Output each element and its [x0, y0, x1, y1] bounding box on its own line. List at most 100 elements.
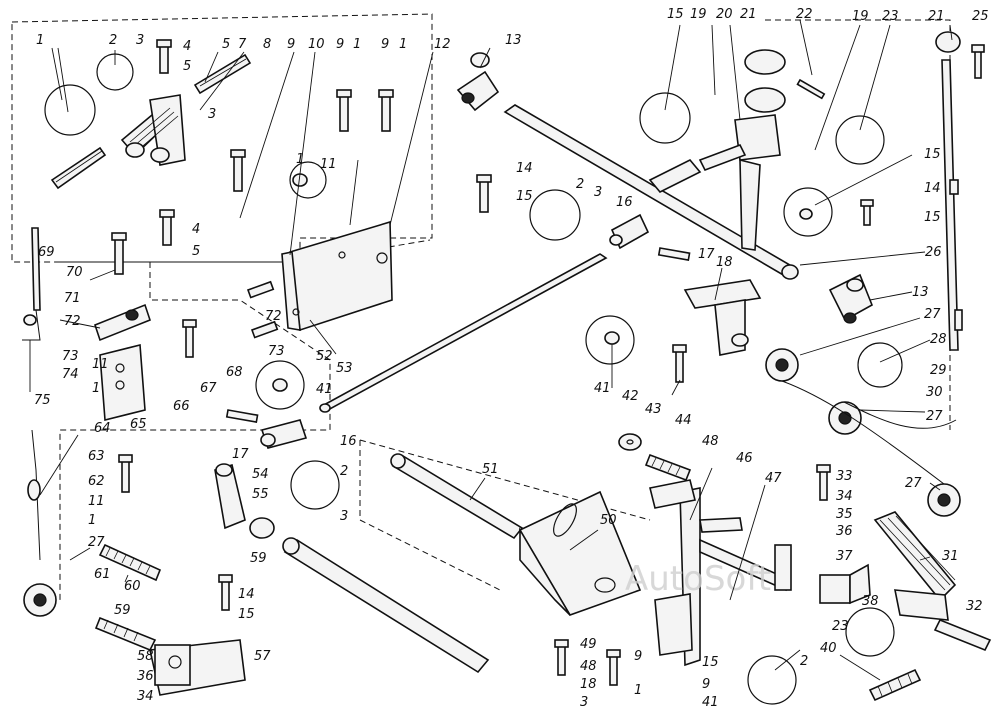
part-label: 66: [173, 399, 190, 414]
part-label: 2: [576, 177, 584, 192]
rollers-27: [23, 348, 961, 617]
part-label: 4: [183, 39, 191, 54]
part-label: 15: [516, 189, 533, 204]
part-label: 35: [836, 507, 853, 522]
part-label: 59: [250, 551, 267, 566]
part-label: 44: [675, 413, 692, 428]
part-label: 71: [64, 291, 81, 306]
bolts: [111, 39, 985, 686]
part-label: 52: [316, 349, 333, 364]
part-label: 27: [905, 476, 922, 491]
part-label: 73: [62, 349, 79, 364]
part-label: 5: [183, 59, 191, 74]
part-label: 54: [252, 467, 269, 482]
part-label: 62: [88, 474, 105, 489]
part-label: 2: [109, 33, 117, 48]
part-label: 46: [736, 451, 753, 466]
part-label: 29: [930, 363, 947, 378]
part-label: 9: [287, 37, 295, 52]
part-label: 50: [600, 513, 617, 528]
rod-51: [390, 453, 524, 540]
part-label: 51: [482, 462, 499, 477]
part-label: 18: [716, 255, 733, 270]
part-label: 73: [268, 344, 285, 359]
part-label: 75: [34, 393, 51, 408]
part-label: 14: [238, 587, 255, 602]
part-label: 22: [796, 7, 813, 22]
part-label: 53: [336, 361, 353, 376]
part-label: 11: [88, 494, 105, 509]
part-label: 72: [265, 309, 282, 324]
part-label: 27: [88, 535, 105, 550]
part-label: 1: [296, 152, 304, 167]
part-label: 36: [836, 524, 853, 539]
part-label: 47: [765, 471, 782, 486]
part-label: 63: [88, 449, 105, 464]
clamp-21: [698, 49, 786, 251]
part-label: 41: [702, 695, 719, 710]
part-label: 16: [616, 195, 633, 210]
part-label: 23: [832, 619, 849, 634]
part-label: 1: [399, 37, 407, 52]
part-label: 23: [882, 9, 899, 24]
cross-shaft: [503, 104, 799, 280]
part-label: 41: [316, 382, 333, 397]
leader-lines: [29, 19, 953, 681]
part-label: 15: [667, 7, 684, 22]
part-label: 34: [137, 689, 154, 704]
part-labels: 1 2 3 4 5 5 7 8 9 10 9 1 9 1 12 3 1 11 4…: [34, 7, 989, 710]
bracket-57: [149, 639, 246, 696]
arm-54: [214, 463, 275, 539]
part-label: 36: [137, 669, 154, 684]
part-label: 20: [716, 7, 733, 22]
part-label: 55: [252, 487, 269, 502]
part-label: 19: [852, 9, 869, 24]
part-label: 1: [634, 683, 642, 698]
part-label: 1: [92, 381, 100, 396]
part-label: 2: [800, 654, 808, 669]
switch-37: [819, 563, 871, 605]
part-label: 30: [926, 385, 943, 400]
part-label: 1: [353, 37, 361, 52]
part-label: 49: [580, 637, 597, 652]
part-label: 21: [928, 9, 945, 24]
springs: [94, 453, 922, 702]
part-label: 21: [740, 7, 757, 22]
bracket-plate-50: [518, 490, 642, 616]
part-label: 11: [92, 357, 109, 372]
part-label: 3: [208, 107, 216, 122]
part-label: 74: [62, 367, 79, 382]
part-label: 13: [912, 285, 929, 300]
part-label: 3: [136, 33, 144, 48]
part-label: 9: [634, 649, 642, 664]
part-label: 15: [924, 210, 941, 225]
part-label: 31: [942, 549, 959, 564]
part-label: 4: [192, 222, 200, 237]
part-label: 70: [66, 265, 83, 280]
part-label: 14: [516, 161, 533, 176]
part-label: 13: [505, 33, 522, 48]
part-label: 48: [580, 659, 597, 674]
bracket-65: [99, 343, 146, 422]
part-label: 9: [381, 37, 389, 52]
part-label: 61: [94, 567, 111, 582]
part-label: 17: [232, 447, 249, 462]
part-label: 5: [192, 244, 200, 259]
part-label: 9: [702, 677, 710, 692]
part-label: 69: [38, 245, 55, 260]
part-label: 32: [966, 599, 983, 614]
forks-16: [260, 213, 650, 449]
part-label: 9: [336, 37, 344, 52]
part-label: 60: [124, 579, 141, 594]
part-label: 7: [238, 37, 247, 52]
tube-bottom: [282, 537, 490, 674]
part-label: 43: [645, 402, 662, 417]
part-label: 58: [137, 649, 154, 664]
part-label: 25: [972, 9, 989, 24]
part-label: 14: [924, 181, 941, 196]
part-label: 1: [88, 513, 96, 528]
part-label: 57: [254, 649, 271, 664]
part-label: 3: [594, 185, 602, 200]
part-label: 34: [836, 489, 853, 504]
part-label: 42: [622, 389, 639, 404]
